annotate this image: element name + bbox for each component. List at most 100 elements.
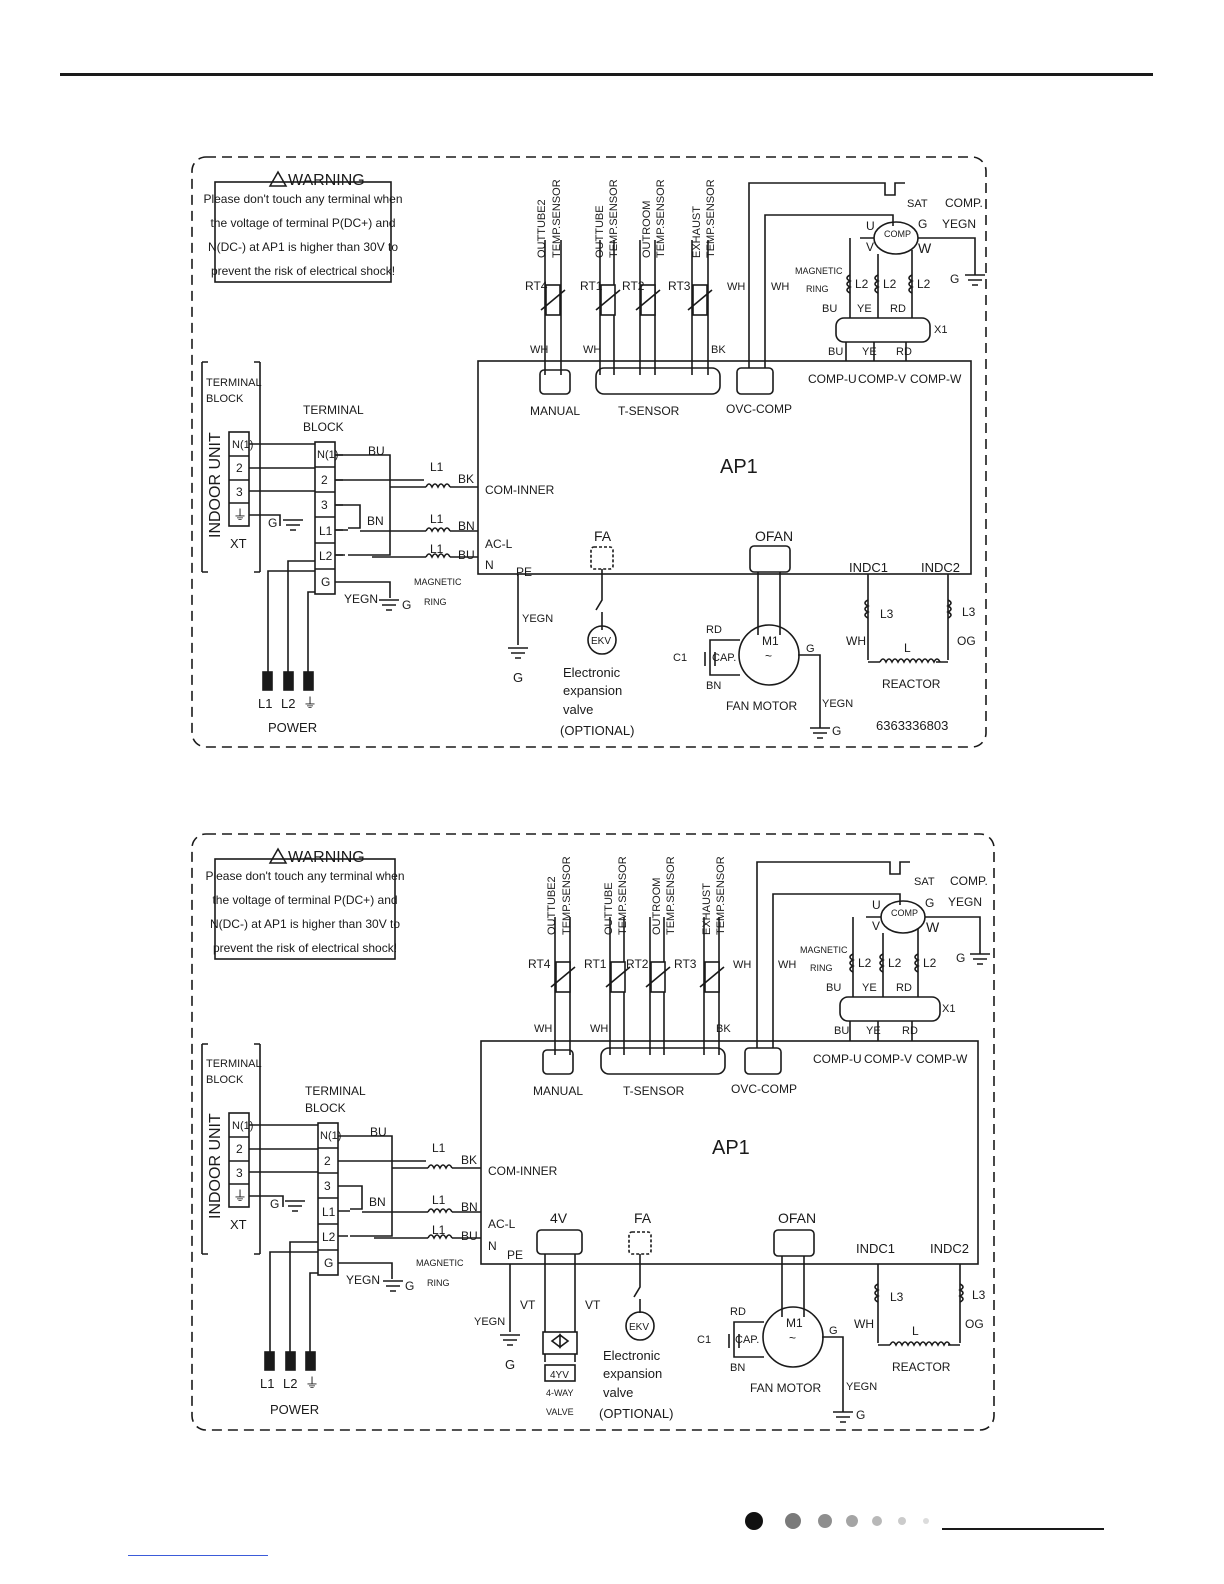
wire-label: BN — [458, 519, 475, 533]
warning-line: prevent the risk of electrical shock! — [211, 264, 395, 278]
yegn-label: YEGN — [948, 895, 982, 909]
connector-label: MANUAL — [530, 404, 580, 418]
sensor-label: TEMP.SENSOR — [551, 179, 563, 258]
warning-line: the voltage of terminal P(DC+) and — [212, 893, 397, 907]
warning-box — [214, 858, 396, 960]
l3-label: L3 — [880, 607, 894, 621]
magnetic-ring-label: MAGNETIC — [795, 266, 843, 276]
board-label: AP1 — [720, 456, 758, 478]
fa-label: FA — [634, 1210, 652, 1226]
terminal: L1 — [319, 524, 333, 538]
power-label: POWER — [270, 1402, 319, 1417]
ekv-caption: (OPTIONAL) — [599, 1406, 673, 1421]
ekv-caption: expansion — [603, 1366, 662, 1381]
sensor-label: TEMP.SENSOR — [705, 179, 717, 258]
x1-label: X1 — [942, 1003, 955, 1015]
x1-label: X1 — [934, 324, 947, 336]
sensor-label: OUTTUBE2 — [546, 876, 558, 935]
wire-label: YE — [857, 303, 872, 315]
indoor-terminal-block — [228, 431, 250, 527]
motor-label: ~ — [789, 1331, 796, 1345]
wire-label: BU — [370, 1125, 387, 1139]
yegn-label: YEGN — [822, 698, 853, 710]
g-label: G — [956, 951, 965, 965]
rt-label: RT1 — [584, 957, 607, 971]
com-inner-label: COM-INNER — [488, 1164, 558, 1178]
l-label: L — [912, 1324, 919, 1338]
g-label: G — [950, 272, 959, 286]
ekv-caption: valve — [603, 1385, 633, 1400]
wire-label: WH — [583, 344, 601, 356]
wire-label: WH — [846, 634, 866, 648]
l2-label: L2 — [883, 277, 897, 291]
connector-label: MANUAL — [533, 1084, 583, 1098]
phase-label: V — [872, 919, 880, 933]
reactor-label: REACTOR — [882, 677, 941, 691]
warning-icon — [268, 847, 288, 864]
g-label: G — [829, 1325, 838, 1337]
indoor-terminal: N(1) — [232, 1120, 253, 1132]
rt-label: RT2 — [622, 279, 645, 293]
footer-link-underline — [128, 1555, 268, 1556]
wire-label: RD — [896, 982, 912, 994]
comp-w-label: COMP-W — [910, 372, 962, 386]
wiring-diagram-1: WARNING Please don't touch any terminal … — [191, 156, 987, 748]
l3-label: L3 — [972, 1288, 986, 1302]
sensor-label: TEMP.SENSOR — [617, 856, 629, 935]
l3-label: L3 — [962, 605, 976, 619]
comp-u-label: COMP-U — [808, 372, 857, 386]
terminal: 3 — [321, 498, 328, 512]
sensor-label: OUTTUBE2 — [536, 199, 548, 258]
wire-label: BN — [730, 1362, 745, 1374]
wire-label: YE — [866, 1025, 881, 1037]
fa-label: FA — [594, 528, 612, 544]
reactor-label: REACTOR — [892, 1360, 951, 1374]
ekv-caption: (OPTIONAL) — [560, 723, 634, 738]
diagram-border — [191, 156, 987, 748]
g-label: G — [270, 1197, 279, 1211]
wire-label: WH — [771, 281, 789, 293]
wire-label: BU — [822, 303, 837, 315]
g-label: G — [856, 1408, 865, 1422]
wire-label: RD — [902, 1025, 918, 1037]
inductor-label: L1 — [430, 512, 444, 526]
phase-label: W — [918, 240, 932, 256]
magnetic-ring-label: MAGNETIC — [414, 577, 462, 587]
terminal-block-label: BLOCK — [305, 1101, 346, 1115]
sensor-label: OUTTUBE — [603, 882, 615, 935]
indoor-unit-label: INDOOR UNIT — [207, 1113, 224, 1219]
indc2-label: INDC2 — [930, 1241, 969, 1256]
warning-box — [214, 181, 392, 283]
yegn-label: YEGN — [474, 1316, 505, 1328]
power-terminal: L2 — [281, 696, 295, 711]
wire-label: BU — [828, 346, 843, 358]
warning-line: Please don't touch any terminal when — [203, 192, 402, 206]
magnetic-ring-label: RING — [427, 1278, 450, 1288]
rt-label: RT3 — [668, 279, 691, 293]
g-label: G — [405, 1279, 414, 1293]
motor-label: M1 — [786, 1316, 803, 1330]
rt-label: RT1 — [580, 279, 603, 293]
warning-line: N(DC-) at AP1 is higher than 30V to — [210, 917, 400, 931]
part-number: 6363336803 — [876, 718, 948, 733]
page-dot — [872, 1516, 882, 1526]
indc1-label: INDC1 — [849, 560, 888, 575]
wire-label: WH — [778, 959, 796, 971]
connector-label: OVC-COMP — [731, 1082, 797, 1096]
sensor-label: TEMP.SENSOR — [608, 179, 620, 258]
wire-label: BK — [458, 472, 474, 486]
indoor-terminal: ⏚ — [233, 1188, 247, 1204]
xt-label: XT — [230, 1217, 247, 1232]
power-terminal: L2 — [283, 1376, 297, 1391]
terminal: L2 — [322, 1230, 336, 1244]
wire-label: OG — [957, 634, 976, 648]
ac-l-label: AC-L — [485, 537, 513, 551]
board-label: AP1 — [712, 1137, 750, 1159]
wire-label: BN — [367, 514, 384, 528]
warning-line: N(DC-) at AP1 is higher than 30V to — [208, 240, 398, 254]
terminal-block-label: BLOCK — [303, 420, 344, 434]
yegn-label: YEGN — [522, 613, 553, 625]
wiring-diagram-2: WARNING Please don't touch any terminal … — [191, 833, 995, 1431]
cap-label: CAP. — [735, 1334, 759, 1346]
power-terminal: ⏚ — [303, 695, 317, 711]
